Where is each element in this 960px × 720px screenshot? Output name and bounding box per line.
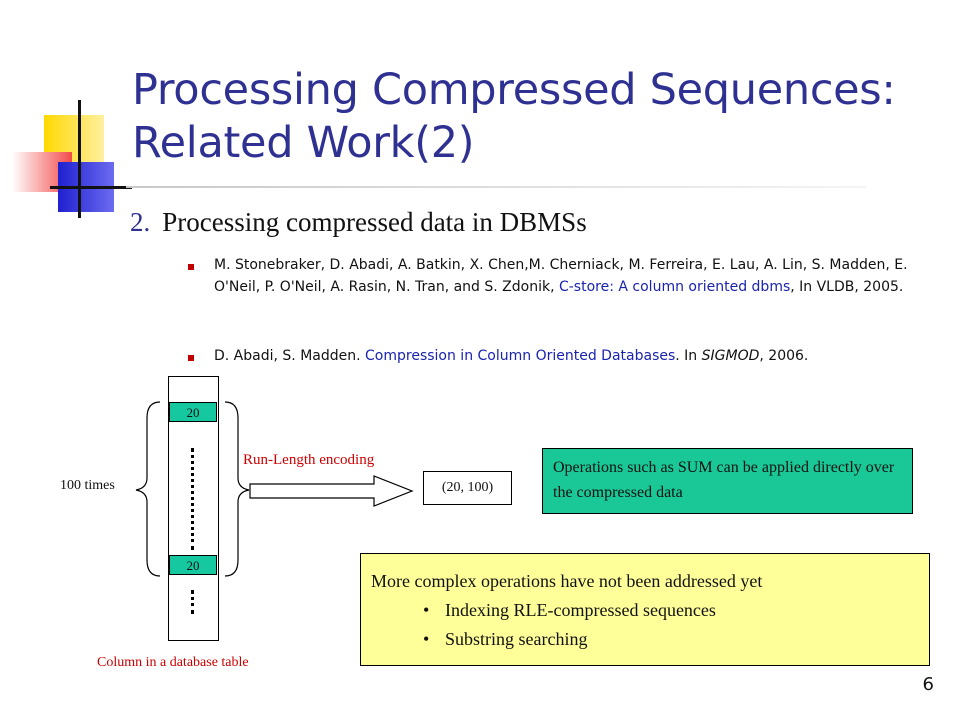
reference-2: D. Abadi, S. Madden. Compression in Colu… [214,345,914,367]
reference-2-venue: SIGMOD [701,348,760,364]
reference-1-link[interactable]: C-store: A column oriented dbms [558,279,791,295]
section-heading-text: Processing compressed data in DBMSs [162,207,587,237]
column-cell-bottom: 20 [169,555,217,575]
operations-note-box: Operations such as SUM can be applied di… [542,448,913,514]
title-line-2: Related Work(2) [132,118,475,168]
bullet-icon [188,264,194,270]
title-line-1: Processing Compressed Sequences: [132,65,896,115]
vertical-ellipsis-icon [191,448,194,550]
reference-1: M. Stonebraker, D. Abadi, A. Batkin, X. … [214,254,914,298]
section-number: 2. [130,207,151,237]
column-caption: Column in a database table [97,655,249,670]
reference-2-tail: , 2006. [759,348,809,364]
column-cell-top: 20 [169,402,217,422]
repeat-count-label: 100 times [60,478,115,493]
right-brace-icon [224,401,250,577]
decorative-horizontal-line [50,186,132,189]
list-item-text: Indexing RLE-compressed sequences [445,600,716,620]
list-item-text: Substring searching [445,629,588,649]
left-brace-icon [135,401,161,577]
open-problems-title: More complex operations have not been ad… [371,571,763,591]
reference-2-link[interactable]: Compression in Column Oriented Databases [365,348,676,364]
open-problems-box: More complex operations have not been ad… [360,553,930,666]
bullet-icon: • [423,629,430,649]
arrow-right-icon [249,475,414,507]
bullet-icon: • [423,600,430,620]
encoding-label: Run-Length encoding [243,452,375,468]
list-item: • Indexing RLE-compressed sequences [371,596,919,625]
reference-2-mid: . In [675,348,702,364]
reference-1-authors: M. Stonebraker, D. Abadi, A. Batkin, X. … [214,257,908,295]
decorative-vertical-line [78,100,81,218]
reference-2-authors: D. Abadi, S. Madden. [214,348,366,364]
title-underline [126,186,866,188]
list-item: • Substring searching [371,625,919,654]
section-heading: 2. Processing compressed data in DBMSs [130,207,587,238]
slide-title: Processing Compressed Sequences: Related… [132,64,932,170]
encoded-pair-box: (20, 100) [423,471,512,505]
reference-1-tail: , In VLDB, 2005. [790,279,904,295]
vertical-ellipsis-icon [191,590,194,614]
page-number: 6 [922,674,934,695]
bullet-icon [188,355,194,361]
